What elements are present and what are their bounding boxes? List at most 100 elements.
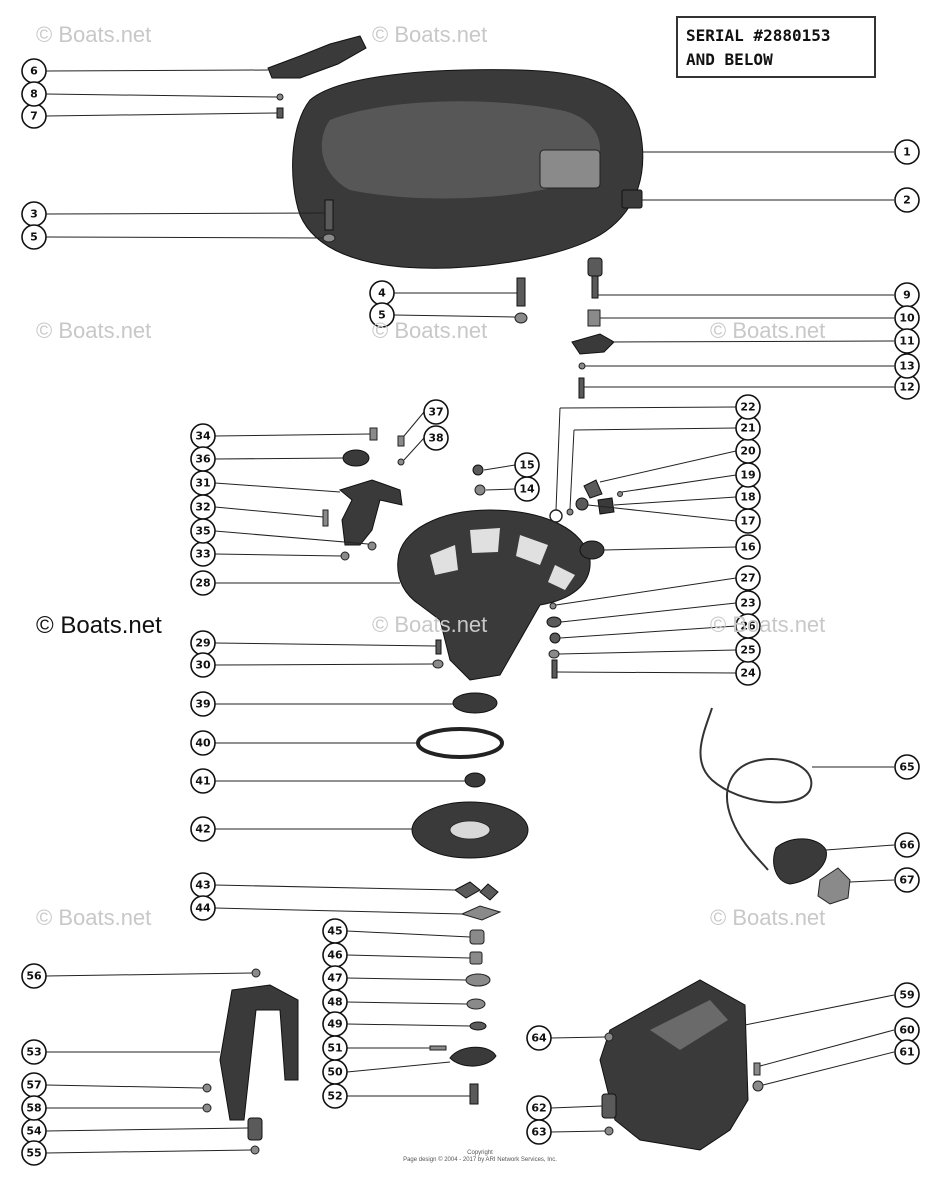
svg-text:14: 14 — [519, 483, 535, 496]
nut-63 — [604, 1126, 614, 1136]
screw-29 — [435, 639, 442, 655]
serial-box: SERIAL #2880153 AND BELOW — [676, 16, 876, 78]
mount-54 — [247, 1117, 263, 1141]
callout-5b: 5 — [369, 302, 395, 328]
handle-66 — [773, 838, 827, 885]
watermark-strong: © Boats.net — [36, 612, 162, 639]
callout-42: 42 — [190, 816, 216, 842]
callout-1: 1 — [894, 139, 920, 165]
washer-48 — [466, 998, 486, 1010]
svg-text:66: 66 — [899, 839, 915, 852]
callout-7: 7 — [21, 103, 47, 129]
callout-22: 22 — [735, 394, 761, 420]
plate-44 — [460, 905, 502, 921]
pin-51 — [429, 1045, 447, 1051]
callout-9: 9 — [894, 282, 920, 308]
callout-53: 53 — [21, 1039, 47, 1065]
svg-text:59: 59 — [899, 989, 914, 1002]
callout-58: 58 — [21, 1095, 47, 1121]
part-49 — [469, 1021, 487, 1031]
stud-3 — [324, 199, 334, 231]
washer-8 — [276, 93, 284, 101]
callout-28: 28 — [190, 570, 216, 596]
callout-51: 51 — [322, 1035, 348, 1061]
callout-46: 46 — [322, 942, 348, 968]
lever-20 — [583, 479, 603, 499]
screw-32 — [322, 509, 329, 527]
svg-text:12: 12 — [899, 381, 914, 394]
washer-27 — [549, 602, 557, 610]
grip-67 — [817, 867, 851, 905]
washer-35 — [367, 541, 377, 551]
washer-21 — [566, 508, 574, 516]
screw-12 — [578, 377, 585, 399]
svg-text:56: 56 — [26, 970, 42, 983]
nut-15 — [472, 464, 484, 476]
svg-text:25: 25 — [740, 644, 755, 657]
callout-47: 47 — [322, 965, 348, 991]
part-17 — [575, 497, 589, 511]
svg-text:58: 58 — [26, 1102, 41, 1115]
callout-17: 17 — [735, 508, 761, 534]
svg-text:19: 19 — [740, 469, 755, 482]
svg-text:35: 35 — [195, 525, 210, 538]
part-18 — [597, 497, 615, 515]
svg-text:38: 38 — [428, 432, 443, 445]
washer-61 — [752, 1080, 764, 1092]
callout-45: 45 — [322, 918, 348, 944]
callout-13: 13 — [894, 353, 920, 379]
washer-23 — [546, 616, 562, 628]
svg-text:34: 34 — [195, 430, 211, 443]
bracket-59 — [599, 979, 749, 1151]
plate-50 — [449, 1046, 497, 1067]
plunger-9 — [587, 257, 603, 277]
svg-text:63: 63 — [531, 1126, 546, 1139]
svg-text:22: 22 — [740, 401, 755, 414]
svg-text:41: 41 — [195, 775, 210, 788]
nut-64 — [604, 1032, 614, 1042]
pulley-16 — [579, 540, 605, 560]
callout-2: 2 — [894, 187, 920, 213]
screw-37 — [397, 435, 405, 447]
callout-23: 23 — [735, 590, 761, 616]
svg-text:60: 60 — [899, 1024, 915, 1037]
callout-62: 62 — [526, 1095, 552, 1121]
callout-67: 67 — [894, 867, 920, 893]
serial-line-1: SERIAL #2880153 — [686, 26, 831, 45]
svg-text:33: 33 — [195, 548, 210, 561]
svg-text:3: 3 — [30, 208, 38, 221]
callout-11: 11 — [894, 328, 920, 354]
stud-4 — [516, 277, 526, 307]
callout-49: 49 — [322, 1011, 348, 1037]
washer-25 — [548, 649, 560, 659]
watermark: © Boats.net — [36, 905, 152, 930]
pulley-36 — [342, 449, 370, 467]
callout-36: 36 — [190, 446, 216, 472]
svg-text:67: 67 — [899, 874, 914, 887]
nut-5a — [322, 233, 336, 243]
svg-text:36: 36 — [195, 453, 211, 466]
watermark: © Boats.net — [372, 318, 488, 343]
svg-text:30: 30 — [195, 659, 211, 672]
callout-60: 60 — [894, 1017, 920, 1043]
callout-32: 32 — [190, 494, 216, 520]
callout-65: 65 — [894, 754, 920, 780]
svg-text:47: 47 — [327, 972, 342, 985]
plunger-9-stem — [591, 275, 599, 299]
callout-39: 39 — [190, 691, 216, 717]
watermark: © Boats.net — [372, 612, 488, 637]
bracket-53 — [219, 984, 299, 1121]
watermark: © Boats.net — [710, 318, 826, 343]
svg-text:55: 55 — [26, 1147, 41, 1160]
callout-54: 54 — [21, 1118, 47, 1144]
callout-30: 30 — [190, 652, 216, 678]
screw-24 — [551, 659, 558, 679]
callout-48: 48 — [322, 989, 348, 1015]
watermark: © Boats.net — [36, 22, 152, 47]
callout-50: 50 — [322, 1059, 348, 1085]
ring-22 — [549, 509, 563, 523]
svg-text:42: 42 — [195, 823, 210, 836]
svg-text:54: 54 — [26, 1125, 42, 1138]
svg-text:21: 21 — [740, 422, 755, 435]
mount-62 — [601, 1093, 617, 1119]
